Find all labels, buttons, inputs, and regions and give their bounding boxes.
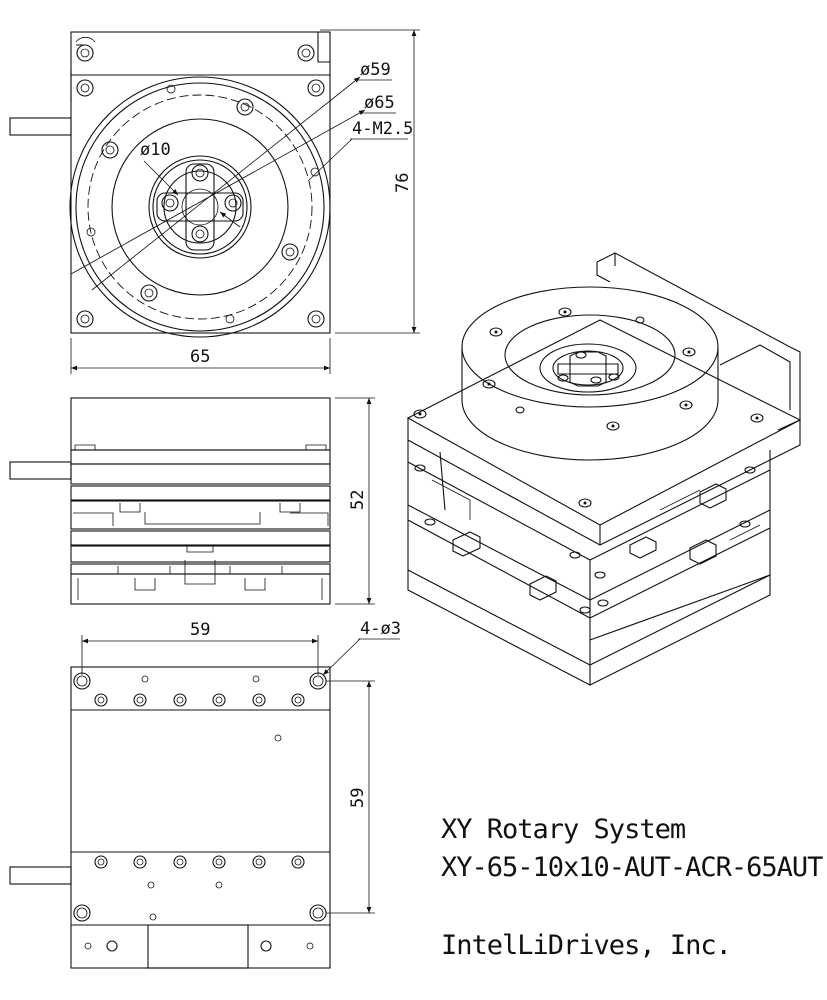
bottom-connector-block bbox=[147, 924, 249, 969]
leader-dia10-b bbox=[219, 211, 241, 228]
bottom-hole-row-upper bbox=[94, 675, 305, 742]
bottom-view: 59 59 4-ø3 bbox=[9, 619, 401, 969]
iso-cable bbox=[439, 451, 446, 511]
leader-dia65 bbox=[70, 109, 366, 275]
hub-screws bbox=[161, 164, 242, 243]
iso-disk-top bbox=[461, 286, 719, 408]
dim-holes: 4-ø3 bbox=[360, 619, 401, 639]
bolt-circle-59 bbox=[87, 94, 313, 320]
side-plate-2 bbox=[70, 485, 331, 501]
dim-height-59: 59 bbox=[348, 788, 368, 808]
side-rotary-body bbox=[70, 397, 331, 451]
drawing-title: XY Rotary System bbox=[441, 814, 685, 845]
dim-height-52: 52 bbox=[348, 490, 368, 510]
side-view: 52 bbox=[9, 397, 375, 605]
center-bore bbox=[181, 188, 219, 226]
top-view: ø59 ø65 4-M2.5 ø10 65 76 bbox=[9, 29, 420, 374]
bottom-view-outline bbox=[70, 666, 331, 969]
dim-height-76: 76 bbox=[393, 173, 413, 193]
iso-layer-3 bbox=[407, 462, 771, 601]
iso-front-edge bbox=[589, 525, 601, 685]
top-view-bracket-edge bbox=[76, 32, 330, 63]
isometric-view bbox=[406, 252, 802, 686]
side-stage-upper bbox=[70, 500, 331, 530]
center-ring bbox=[163, 170, 237, 244]
iso-layer-details bbox=[431, 479, 761, 541]
dim-dia59: ø59 bbox=[360, 60, 391, 80]
side-plate-3 bbox=[70, 530, 331, 546]
side-details-a bbox=[73, 444, 329, 526]
iso-hub-outer bbox=[539, 343, 637, 393]
stage-disk-outer bbox=[69, 76, 331, 338]
side-stage-lower bbox=[70, 573, 331, 605]
top-view-bracket bbox=[70, 70, 330, 102]
iso-cross-slots bbox=[557, 351, 619, 387]
iso-layer-5 bbox=[407, 520, 771, 666]
iso-bottom-plate bbox=[407, 570, 771, 686]
top-view-outline bbox=[70, 31, 331, 334]
stage-disk-rim bbox=[75, 82, 325, 332]
center-hub-outer bbox=[148, 155, 252, 259]
iso-rail-blocks bbox=[452, 483, 727, 601]
leader-dia10-a bbox=[143, 160, 179, 196]
center-hub-inner bbox=[152, 159, 248, 255]
bottom-foot-holes bbox=[84, 940, 314, 952]
dim-dia65: ø65 bbox=[364, 93, 395, 113]
iso-disk-side bbox=[461, 347, 719, 461]
rotary-face bbox=[111, 118, 289, 296]
drawing-part-number: XY-65-10x10-AUT-ACR-65AUT bbox=[441, 852, 823, 883]
dim-dia10: ø10 bbox=[140, 140, 171, 160]
iso-disk-screws bbox=[482, 307, 696, 431]
leader-dia59 bbox=[91, 76, 361, 291]
top-corner-screws bbox=[76, 44, 325, 328]
side-plate-1 bbox=[70, 463, 331, 485]
leader-holes bbox=[322, 638, 361, 676]
dim-width-65: 65 bbox=[190, 347, 210, 367]
side-plate-5 bbox=[70, 563, 331, 575]
iso-bracket bbox=[596, 252, 801, 431]
company-name: IntelLiDrives, Inc. bbox=[441, 930, 731, 961]
side-details-b bbox=[77, 545, 323, 600]
iso-hub-inner bbox=[552, 350, 624, 386]
iso-layer-4 bbox=[407, 505, 771, 619]
dim-width-59: 59 bbox=[190, 620, 210, 640]
top-view-corner-arc bbox=[75, 36, 96, 43]
cable-side bbox=[9, 461, 72, 480]
iso-corner-screws bbox=[413, 409, 764, 614]
cable-top bbox=[9, 117, 72, 136]
leader-thread bbox=[308, 138, 353, 181]
bottom-hole-row-lower bbox=[94, 855, 305, 921]
disk-screws bbox=[86, 84, 320, 324]
dim-thread: 4-M2.5 bbox=[352, 119, 413, 139]
side-plate-4 bbox=[70, 545, 331, 563]
side-rotary-base bbox=[70, 449, 331, 465]
cable-bottom bbox=[9, 866, 72, 885]
iso-disk-face bbox=[504, 314, 676, 396]
cross-slots bbox=[156, 163, 244, 251]
